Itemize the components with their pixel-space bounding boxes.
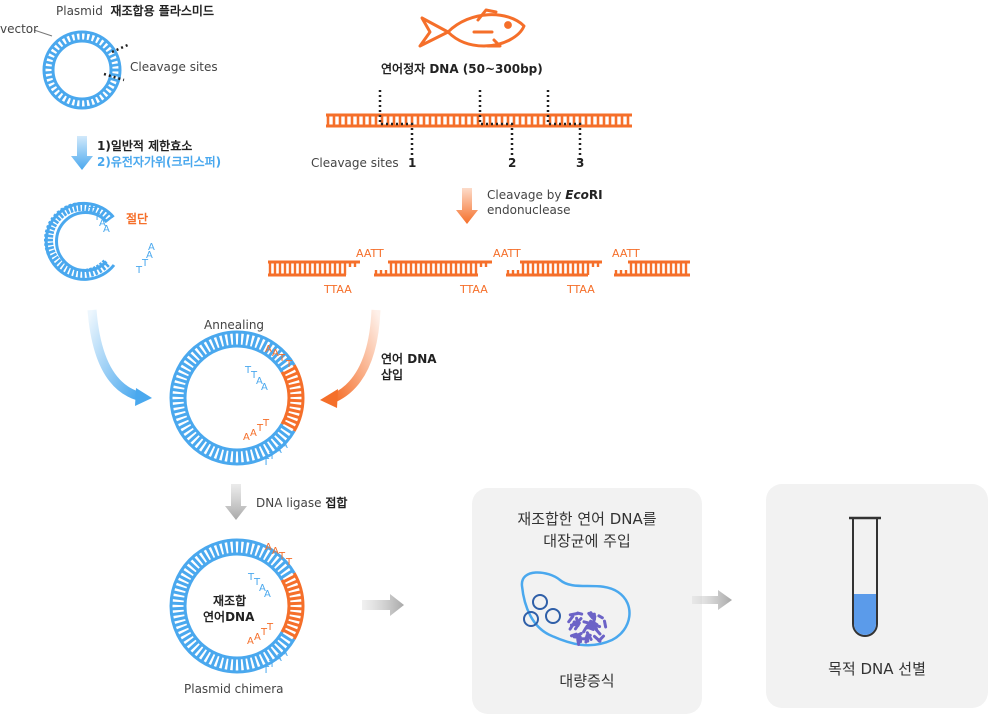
step1-label: 1)일반적 제한효소 [97, 139, 193, 153]
salmon-dna-label: 연어정자 DNA (50~300bp) [381, 62, 543, 76]
insert-label-2: 삽입 [381, 368, 404, 382]
aatt-label-3: AATT [612, 247, 640, 260]
card1-bottom: 대량증식 [559, 672, 615, 690]
test-tube-icon [849, 516, 881, 637]
vector-pointer [33, 29, 53, 37]
arrow-icon [135, 388, 152, 406]
arrow-icon [225, 484, 247, 520]
cut-plasmid [43, 201, 116, 281]
arrow-icon [456, 188, 478, 224]
annealing-label: Annealing [204, 318, 265, 332]
card1-line1: 재조합한 연어 DNA를 [517, 510, 657, 528]
card2-bottom: 목적 DNA 선별 [828, 660, 926, 678]
annealing-plasmid [169, 330, 305, 466]
ttaa-label-2: TTAA [460, 283, 488, 296]
step2-label: 2)유전자가위(크리스퍼) [97, 155, 222, 169]
salmon-icon [418, 8, 526, 48]
bacteria-icon [520, 571, 631, 647]
ligase-label: DNA ligase 접합 [256, 496, 348, 510]
salmon-cleavage-label: Cleavage sites [311, 156, 399, 170]
card1-line2: 대장균에 주입 [543, 532, 631, 550]
ttaa-label-1: TTAA [324, 283, 352, 296]
cleavage-dots-plasmid [103, 42, 131, 82]
arrow-icon [320, 389, 338, 408]
plasmid-label-en: Plasmid [56, 4, 103, 18]
cut-label: 절단 [126, 212, 149, 226]
arrow-icon [71, 136, 93, 170]
plasmid-label: Plasmid 재조합용 플라스미드 [56, 2, 214, 19]
dna-cluster [567, 611, 608, 646]
cleavage-lines-dna [378, 90, 582, 160]
plasmid-cleavage-label: Cleavage sites [130, 60, 218, 74]
ecoli-card [472, 488, 702, 714]
insert-label-1: 연어 DNA [381, 352, 437, 366]
chimera-caption: Plasmid chimera [184, 682, 284, 696]
site-number-2: 2 [508, 156, 517, 170]
chimera-plasmid [169, 538, 305, 674]
aatt-label-1: AATT [356, 247, 384, 260]
site-number-3: 3 [576, 156, 585, 170]
arrow-icon [331, 309, 381, 403]
ttaa-label-3: TTAA [567, 283, 595, 296]
arrow-icon [362, 594, 404, 616]
vector-label: vector [0, 22, 39, 36]
chimera-center-line2: 연어DNA [203, 610, 255, 624]
endonuclease-label: endonuclease [487, 203, 571, 217]
plasmid-ring [42, 30, 122, 110]
arrow-icon [87, 309, 140, 401]
arrow-icon [692, 590, 732, 610]
cleavage-by-label: Cleavage by EcoRI [487, 188, 603, 202]
plasmid-label-ko: 재조합용 플라스미드 [110, 4, 215, 18]
aatt-label-2: AATT [493, 247, 521, 260]
site-number-1: 1 [408, 156, 417, 170]
dna-fragments [268, 260, 690, 277]
chimera-center-line1: 재조합 [213, 594, 247, 608]
